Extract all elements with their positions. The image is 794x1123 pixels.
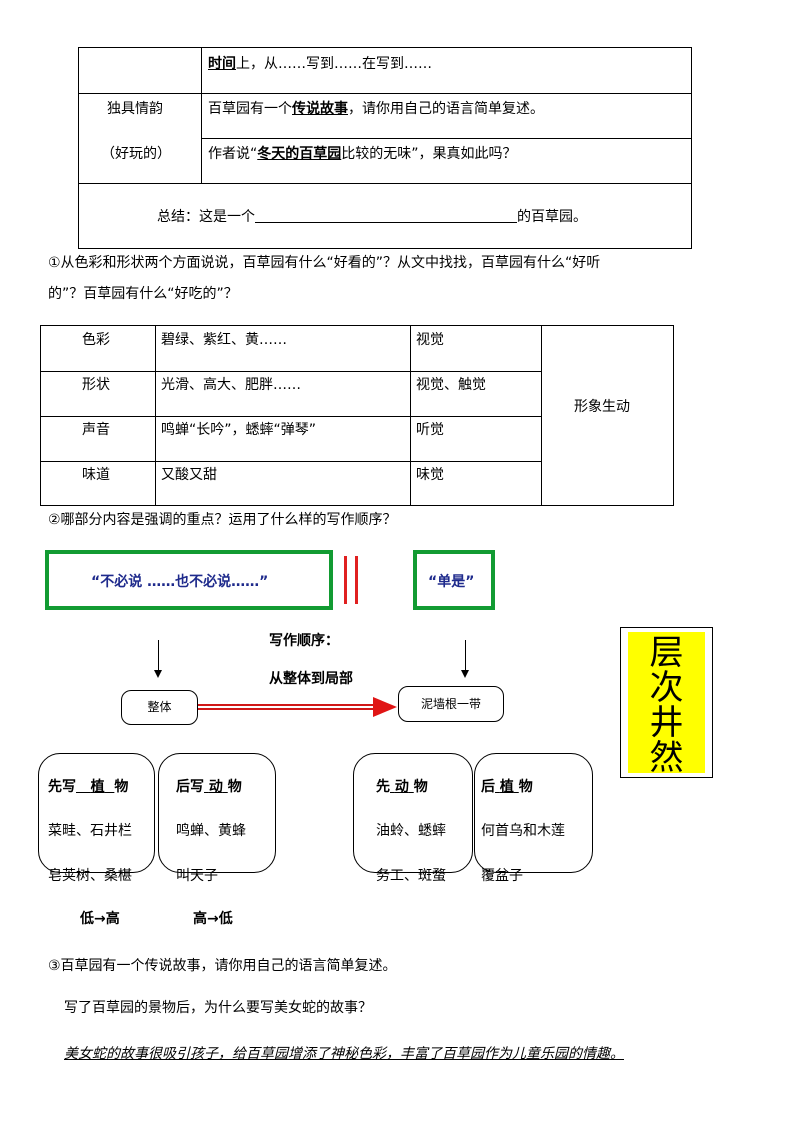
- group-3-line2: 务工、斑蝥: [376, 868, 446, 884]
- row-cat-taste: 味道: [82, 467, 110, 483]
- row-sense-sound: 听觉: [416, 422, 444, 438]
- node-wall-base: 泥墙根一带: [398, 686, 504, 722]
- group-4-line1: 何首乌和木莲: [481, 823, 565, 839]
- category-animals-later-1: [158, 753, 276, 873]
- order-value: 从整体到局部: [269, 671, 353, 687]
- time-keyword: 时间: [208, 56, 236, 72]
- low-to-high: 低→高: [80, 911, 120, 927]
- row-desc-sound: 鸣蝉“长吟”，蟋蟀“弹琴”: [161, 422, 317, 438]
- row-desc-color: 碧绿、紫红、黄……: [161, 332, 287, 348]
- summary-line: 总结：这是一个的百草园。: [157, 208, 587, 225]
- question-3-sub: 写了百草园的景物后，为什么要写美女蛇的故事？: [64, 1000, 372, 1016]
- senses-table: 色彩 碧绿、紫红、黄…… 视觉 形状 光滑、高大、肥胖…… 视觉、触觉 声音 鸣…: [40, 325, 674, 506]
- row-desc-shape: 光滑、高大、肥胖……: [161, 377, 301, 393]
- question-3-answer: 美女蛇的故事很吸引孩子，给百草园增添了神秘色彩，丰富了百草园作为儿童乐园的情趣。: [64, 1046, 624, 1062]
- row2-label: 独具情韵: [107, 101, 163, 117]
- summary-blank[interactable]: [255, 208, 517, 223]
- legend-question: 百草园有一个传说故事，请你用自己的语言简单复述。: [208, 101, 544, 117]
- emphasis-right-box: “单是”: [413, 550, 495, 610]
- parallel-bar-left: [344, 556, 347, 604]
- parallel-bar-right: [355, 556, 358, 604]
- group-3-head: 先 动 物: [376, 779, 428, 795]
- row-cat-sound: 声音: [82, 422, 110, 438]
- group-1-head: 先写 植 物: [48, 779, 129, 795]
- group-1-line2: 皂荚树、桑椹: [48, 868, 132, 884]
- category-animals-first-2: [353, 753, 473, 873]
- group-4-head: 后 植 物: [481, 779, 533, 795]
- group-4-line2: 覆盆子: [481, 868, 523, 884]
- question-2: ②哪部分内容是强调的重点？运用了什么样的写作顺序？: [48, 512, 397, 528]
- question-1-line1: ①从色彩和形状两个方面说说，百草园有什么“好看的”？从文中找找，百草园有什么“好…: [48, 255, 601, 271]
- question-3: ③百草园有一个传说故事，请你用自己的语言简单复述。: [48, 958, 397, 974]
- row-sense-taste: 味觉: [416, 467, 444, 483]
- group-3-line1: 油蛉、蟋蟀: [376, 823, 446, 839]
- top-table: 时间上，从……写到……在写到…… 独具情韵 （好玩的） 百草园有一个传说故事，请…: [78, 47, 692, 249]
- row-cat-color: 色彩: [82, 332, 110, 348]
- side-label-box: 层次井然: [620, 627, 713, 778]
- category-plants-first-1: [38, 753, 155, 873]
- group-1-line1: 菜畦、石井栏: [48, 823, 132, 839]
- group-2-line1: 鸣蝉、黄蜂: [176, 823, 246, 839]
- question-1-line2: 的”？百草园有什么“好吃的”？: [48, 286, 238, 302]
- emphasis-left-box: “不必说 ……也不必说……”: [45, 550, 333, 610]
- merged-summary-cell: 形象生动: [574, 399, 630, 415]
- high-to-low: 高→低: [193, 911, 233, 927]
- order-title: 写作顺序：: [269, 633, 339, 649]
- category-plants-later-2: [474, 753, 593, 873]
- row-cat-shape: 形状: [82, 377, 110, 393]
- row-desc-taste: 又酸又甜: [161, 467, 217, 483]
- row-sense-color: 视觉: [416, 332, 444, 348]
- side-label-text: 层次井然: [649, 633, 684, 778]
- winter-question: 作者说“冬天的百草园比较的无味”，果真如此吗？: [208, 146, 517, 162]
- group-2-head: 后写 动 物: [176, 779, 242, 795]
- group-2-line2: 叫天子: [176, 868, 218, 884]
- row1-content: 时间上，从……写到……在写到……: [208, 56, 432, 72]
- row-sense-shape: 视觉、触觉: [416, 377, 486, 393]
- row2-sublabel: （好玩的）: [101, 146, 171, 162]
- node-whole: 整体: [121, 690, 198, 725]
